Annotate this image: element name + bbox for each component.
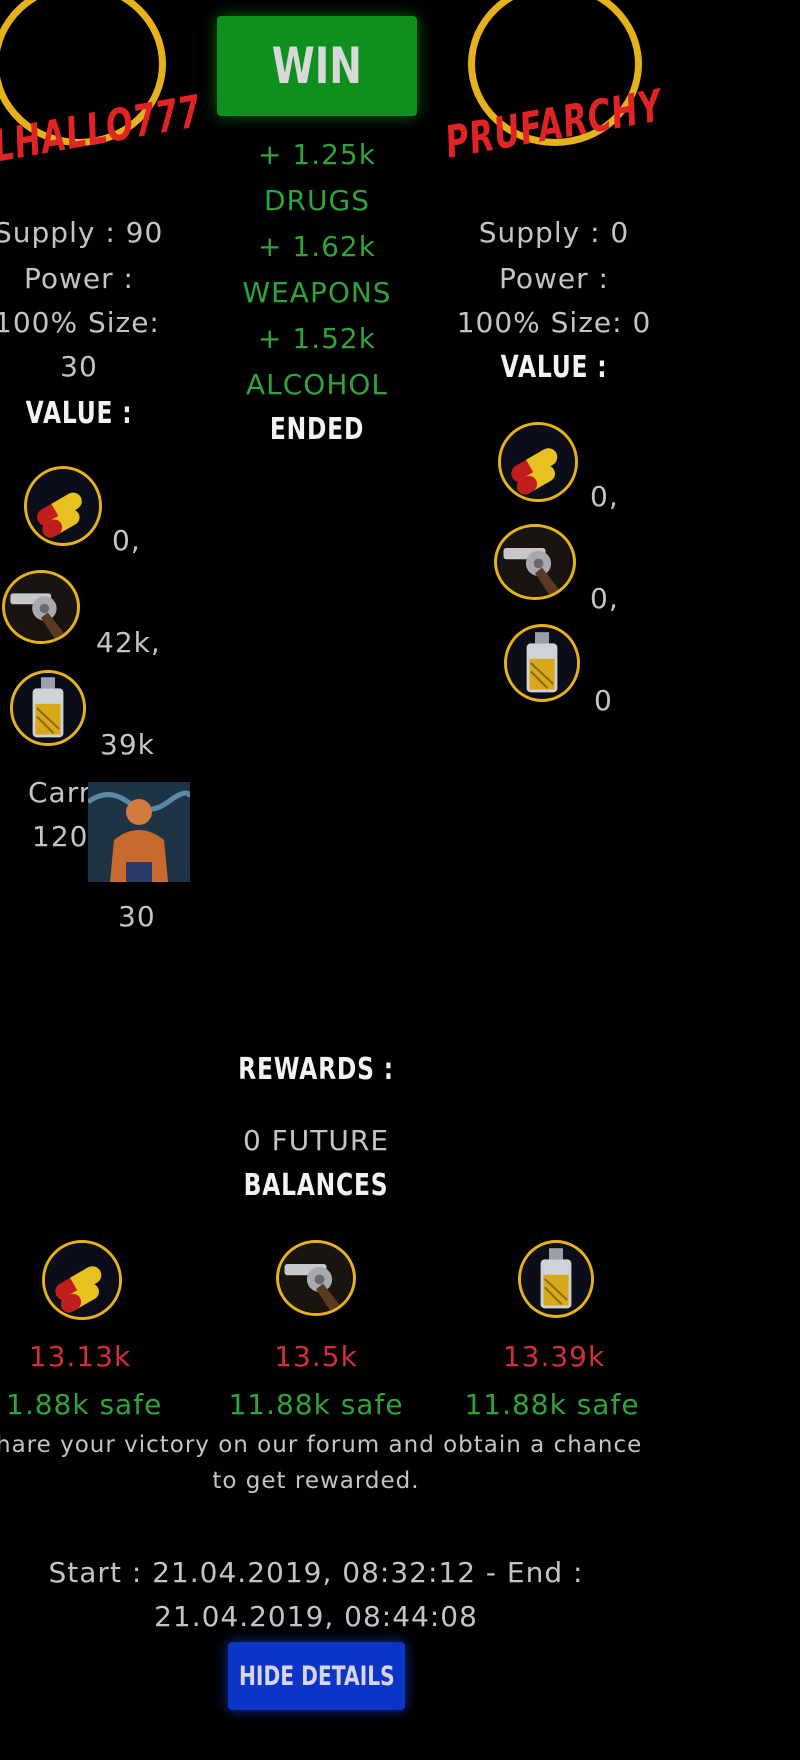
loot-drugs-amount: + 1.25k xyxy=(258,138,376,171)
left-value-label: VALUE : xyxy=(25,396,133,431)
right-value-label: VALUE : xyxy=(500,350,608,385)
hide-details-button[interactable]: HIDE DETAILS xyxy=(228,1642,405,1710)
left-alcohol-icon xyxy=(10,670,86,746)
left-weapon-icon xyxy=(2,570,80,644)
loot-weapons-type: WEAPONS xyxy=(242,276,392,309)
hide-details-label: HIDE DETAILS xyxy=(238,1660,395,1692)
left-alcohol-value: 39k xyxy=(100,728,155,761)
rewards-label: REWARDS : xyxy=(238,1052,394,1087)
left-weapons-value: 42k, xyxy=(96,626,161,659)
rewards-future-line: 0 FUTURE xyxy=(242,1124,390,1157)
reward-weapons-amount: 13.5k xyxy=(274,1340,358,1373)
left-drugs-icon xyxy=(24,466,102,546)
reward-alcohol-amount: 13.39k xyxy=(502,1340,606,1373)
battle-time-line2: 21.04.2019, 08:44:08 xyxy=(154,1600,478,1633)
right-supply: Supply : 0 xyxy=(478,216,630,249)
win-label: WIN xyxy=(271,37,363,95)
battle-status: ENDED xyxy=(269,412,365,447)
left-carry-line2: 120 xyxy=(32,820,89,853)
right-alcohol-icon xyxy=(504,624,580,702)
loot-drugs-type: DRUGS xyxy=(264,184,370,217)
reward-drugs-icon xyxy=(42,1240,122,1320)
right-power-line2: 100% Size: 0 xyxy=(456,306,652,339)
right-weapon-icon xyxy=(494,524,576,600)
left-player-ring xyxy=(0,0,166,146)
left-unit-count: 30 xyxy=(118,900,156,933)
loot-weapons-amount: + 1.62k xyxy=(258,230,376,263)
right-weapons-value: 0, xyxy=(590,582,619,615)
left-drugs-value: 0, xyxy=(112,524,141,557)
left-carry-line1: Carr xyxy=(28,776,92,809)
reward-weapon-icon xyxy=(276,1240,356,1316)
reward-alcohol-safe: 11.88k safe xyxy=(464,1388,640,1421)
reward-drugs-safe: 1.88k safe xyxy=(6,1388,163,1421)
right-drugs-value: 0, xyxy=(590,480,619,513)
left-unit-avatar[interactable] xyxy=(88,782,190,882)
battle-time-line1: Start : 21.04.2019, 08:32:12 - End : xyxy=(48,1556,584,1589)
share-text-line1: hare your victory on our forum and obtai… xyxy=(0,1432,643,1458)
right-drugs-icon xyxy=(498,422,578,502)
reward-weapons-safe: 11.88k safe xyxy=(228,1388,404,1421)
reward-alcohol-icon xyxy=(518,1240,594,1318)
rewards-balances-label: BALANCES xyxy=(243,1168,389,1203)
right-power-line1: Power : xyxy=(499,262,609,295)
left-supply: Supply : 90 xyxy=(0,216,164,249)
reward-drugs-amount: 13.13k xyxy=(28,1340,132,1373)
left-power-line1: Power : xyxy=(24,262,134,295)
right-alcohol-value: 0 xyxy=(594,684,613,717)
loot-alcohol-amount: + 1.52k xyxy=(258,322,376,355)
loot-alcohol-type: ALCOHOL xyxy=(245,368,389,401)
left-power-line3: 30 xyxy=(60,350,98,383)
left-power-line2: 100% Size: xyxy=(0,306,160,339)
right-player-ring xyxy=(468,0,642,146)
share-text-line2: to get rewarded. xyxy=(212,1468,420,1494)
win-badge: WIN xyxy=(217,16,417,116)
